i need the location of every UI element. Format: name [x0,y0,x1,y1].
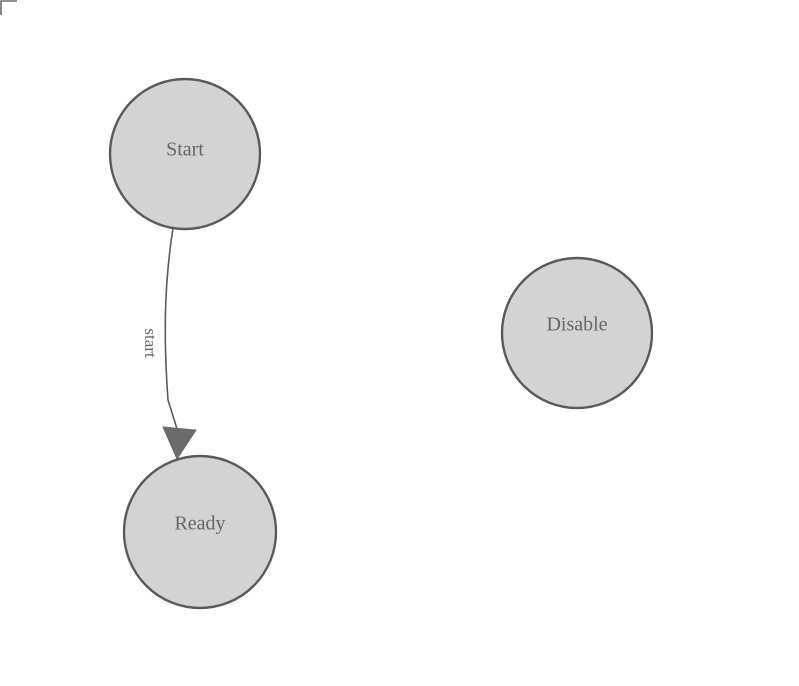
arrowhead-icon [162,426,197,461]
edge-label-start: start [141,328,160,358]
edge-start-to-ready[interactable]: start [141,227,197,461]
node-start-label: Start [166,139,204,161]
node-ready-circle [122,454,278,610]
node-disable-label: Disable [546,314,607,336]
canvas-corner-bracket-icon [0,0,17,15]
node-start-circle [108,77,262,231]
edge-path [164,227,179,433]
node-ready-label: Ready [174,513,225,535]
node-ready[interactable]: Ready [122,454,278,610]
node-start[interactable]: Start [108,77,262,231]
node-disable-circle [500,256,654,410]
node-disable[interactable]: Disable [500,256,654,410]
